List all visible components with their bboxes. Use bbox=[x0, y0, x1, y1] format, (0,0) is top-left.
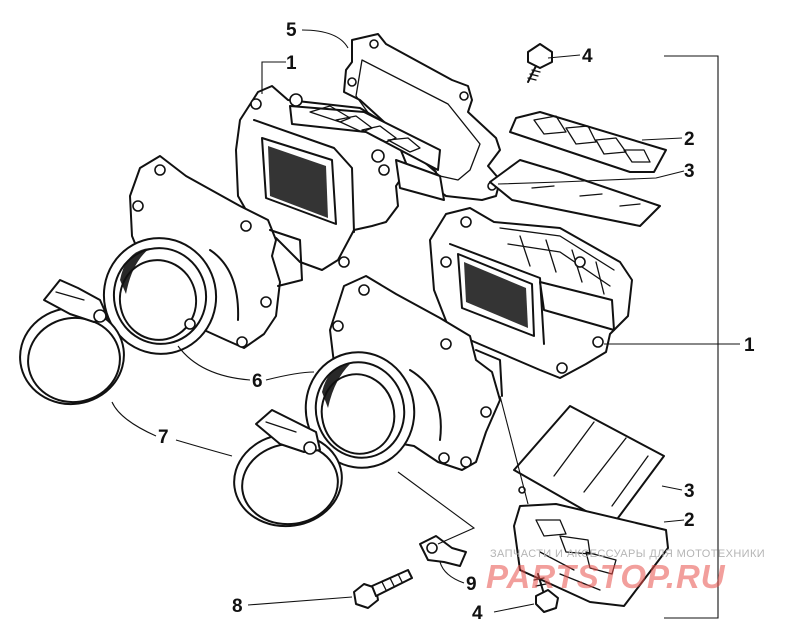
washer-part-9 bbox=[419, 535, 467, 567]
callout-2-bottom: 2 bbox=[684, 510, 695, 531]
watermark-brand: PARTSTOP.RU bbox=[486, 558, 726, 595]
callout-3-top: 3 bbox=[684, 161, 695, 182]
callout-1-top: 1 bbox=[286, 53, 297, 74]
intake-boot-upper bbox=[102, 155, 303, 355]
callout-2-top: 2 bbox=[684, 129, 695, 150]
reed-valve-assembly-upper bbox=[235, 85, 445, 271]
callout-6: 6 bbox=[252, 371, 263, 392]
reed-stop-part-2-lower bbox=[513, 503, 669, 607]
leader-lines bbox=[111, 29, 740, 619]
bolt-part-4-upper bbox=[527, 43, 553, 83]
reed-stop-part-2-upper bbox=[509, 111, 667, 173]
reed-petal-part-3-upper bbox=[489, 159, 661, 227]
callout-8: 8 bbox=[232, 596, 243, 617]
reed-petal-part-3-lower bbox=[513, 405, 665, 527]
watermark: ЗАПЧАСТИ И АКСЕССУАРЫ ДЛЯ МОТОТЕХНИКИ PA… bbox=[486, 548, 765, 595]
bolt-part-8 bbox=[353, 569, 413, 609]
callout-labels: 1 1 2 2 3 3 4 4 5 6 7 8 9 bbox=[158, 20, 755, 624]
callout-9: 9 bbox=[466, 574, 477, 595]
hose-clamp-lower bbox=[233, 409, 343, 528]
callout-1-right: 1 bbox=[744, 335, 755, 356]
callout-4-bottom: 4 bbox=[472, 603, 483, 624]
bolt-part-4-lower bbox=[533, 573, 559, 613]
watermark-tagline: ЗАПЧАСТИ И АКСЕССУАРЫ ДЛЯ МОТОТЕХНИКИ bbox=[490, 548, 765, 560]
intake-boot-lower bbox=[304, 275, 503, 471]
callout-4-top: 4 bbox=[582, 46, 593, 67]
callout-5: 5 bbox=[286, 20, 297, 41]
callout-7: 7 bbox=[158, 427, 169, 448]
callout-3-bottom: 3 bbox=[684, 481, 695, 502]
hose-clamp-upper bbox=[19, 279, 125, 406]
reed-valve-assembly-right bbox=[429, 207, 633, 379]
